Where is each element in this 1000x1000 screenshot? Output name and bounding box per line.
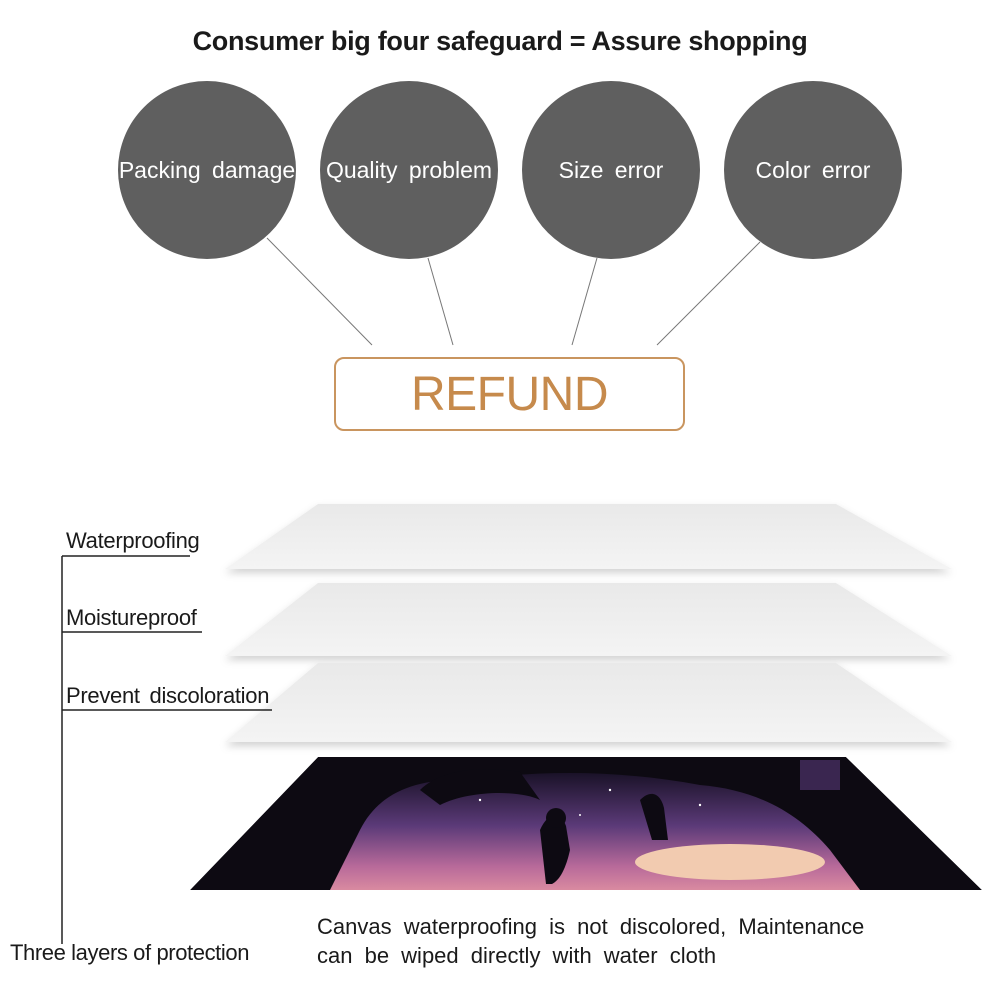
layer-label-moistureproof: Moistureproof xyxy=(66,605,197,630)
moistureproof-layer xyxy=(225,583,952,656)
circle-label: Size error xyxy=(558,156,664,183)
circle-quality-problem: Quality problem xyxy=(320,81,498,259)
waterproofing-layer xyxy=(225,504,952,569)
connector-line xyxy=(427,257,454,346)
circle-color-error: Color error xyxy=(724,81,902,259)
discoloration-layer xyxy=(225,663,952,742)
canvas-artwork xyxy=(190,757,982,890)
connector-line xyxy=(571,257,598,346)
circle-label: Packing damage xyxy=(118,156,296,183)
connector-line xyxy=(266,237,373,346)
refund-label: REFUND xyxy=(411,367,609,421)
circle-packing-damage: Packing damage xyxy=(118,81,296,259)
connector-line xyxy=(656,241,761,346)
layer-label-waterproofing: Waterproofing xyxy=(66,528,200,553)
circle-size-error: Size error xyxy=(522,81,700,259)
refund-box: REFUND xyxy=(334,357,685,431)
circle-label: Color error xyxy=(755,156,871,183)
layer-label-prevent-discoloration: Prevent discoloration xyxy=(66,683,270,708)
circle-label: Quality problem xyxy=(325,156,493,183)
three-layers-label: Three layers of protection xyxy=(10,940,250,965)
page-title: Consumer big four safeguard = Assure sho… xyxy=(192,26,808,56)
canvas-caption: Canvas waterproofing is not discolored, … xyxy=(317,914,865,968)
